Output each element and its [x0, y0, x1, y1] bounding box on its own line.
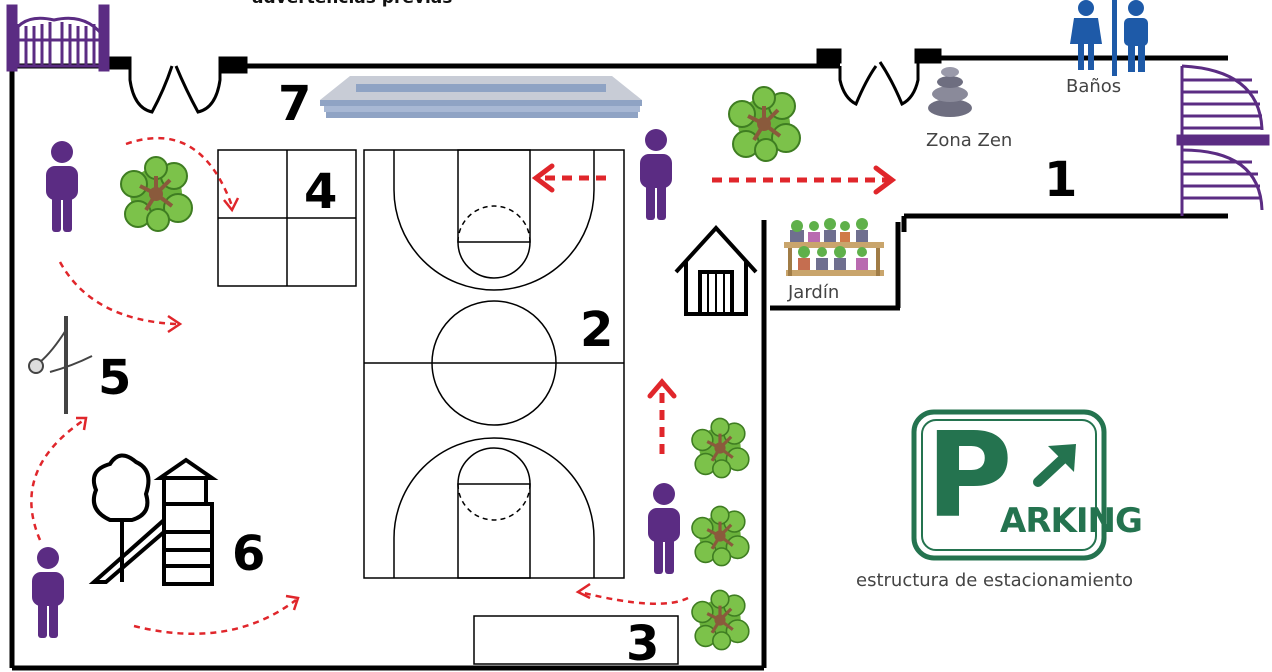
tree-icon: [119, 155, 194, 233]
zone-number-4: 4: [304, 164, 338, 220]
tree-icon: [690, 588, 751, 652]
parking-word: ARKING: [1000, 501, 1143, 541]
zone-number-3: 3: [626, 616, 660, 672]
playground-icon: [88, 453, 219, 586]
parking-caption: estructura de estacionamiento: [856, 570, 1134, 591]
tetherball-icon: [28, 316, 93, 414]
tree-icon: [727, 85, 802, 163]
label-banos: Baños: [1066, 76, 1122, 97]
gate-icon-right: [1176, 64, 1270, 216]
door-left: [102, 56, 248, 114]
parking-letter-p: P: [926, 406, 1013, 544]
zone-3-area: [473, 615, 679, 665]
zen-stones-icon: [928, 67, 972, 117]
person-icon: [648, 483, 680, 574]
zone-4-area: [217, 149, 357, 287]
path-arrows-bold: [540, 175, 888, 454]
zone-number-2: 2: [580, 302, 614, 358]
perimeter-walls: [9, 55, 1228, 671]
label-zona-zen: Zona Zen: [926, 130, 1013, 151]
door-right: [816, 48, 942, 107]
tree-icon: [690, 504, 751, 568]
parking-sign: [911, 409, 1107, 561]
label-jardin: Jardín: [788, 282, 840, 303]
header-text: advertencias previas: [252, 0, 452, 8]
zone-number-5: 5: [98, 350, 132, 406]
zone-number-7: 7: [278, 76, 312, 132]
shed-icon: [674, 225, 758, 316]
gate-icon: [6, 4, 110, 72]
person-icon: [46, 141, 78, 232]
parking-arrow-icon: [1033, 451, 1071, 487]
path-arrows-thin: [30, 136, 689, 635]
restroom-icon: [1070, 0, 1148, 76]
person-icon: [640, 129, 672, 220]
zone-number-6: 6: [232, 526, 266, 582]
basketball-court: [363, 149, 625, 579]
zone-number-1: 1: [1044, 152, 1078, 208]
garden-planters-icon: [784, 218, 884, 276]
bleachers-icon: [320, 76, 642, 118]
tree-icon: [690, 416, 751, 480]
person-icon: [32, 547, 64, 638]
